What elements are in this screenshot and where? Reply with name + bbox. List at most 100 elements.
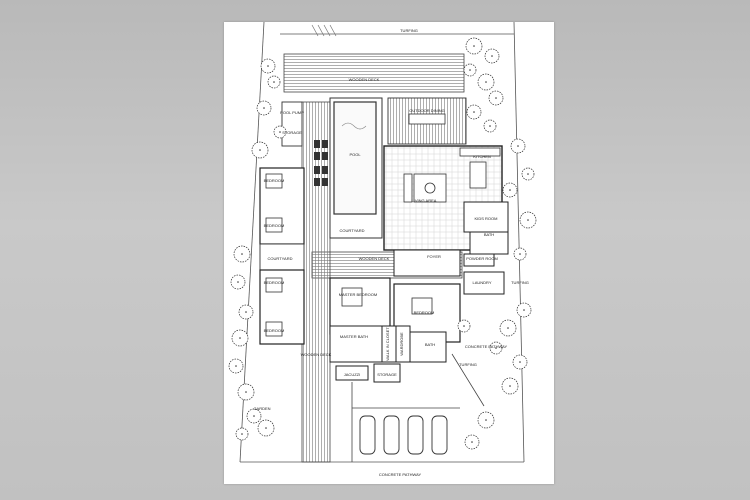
label-wardrobe: WARDROBE xyxy=(399,332,404,356)
tree-trunk-dot xyxy=(485,81,487,83)
label-turfing-lower: TURFING xyxy=(459,362,477,367)
tree-trunk-dot xyxy=(237,281,239,283)
bath-center xyxy=(409,331,447,363)
courtyard-left xyxy=(259,243,305,271)
tree-trunk-dot xyxy=(241,253,243,255)
tree-trunk-dot xyxy=(463,325,465,327)
label-bedroom-1: BEDROOM xyxy=(264,178,285,183)
label-bedroom-3: BEDROOM xyxy=(264,280,285,285)
label-foyer: FOYER xyxy=(427,254,441,259)
pool-water-line xyxy=(341,122,367,130)
tree-trunk-dot xyxy=(507,327,509,329)
tree-trunk-dot xyxy=(471,441,473,443)
powder-room xyxy=(463,253,495,267)
bed-2 xyxy=(265,217,283,233)
landscape-trees xyxy=(228,37,537,450)
floor-plan-drawing: TURFING WOODEN DECK POOL PUMP STORAGE OU… xyxy=(228,21,537,477)
driveway-hatching xyxy=(311,24,337,37)
label-concrete-pathway-right: CONCRETE PATHWAY xyxy=(465,344,508,349)
bed-1 xyxy=(265,173,283,189)
storage-bottom xyxy=(373,363,401,383)
pool xyxy=(333,101,377,215)
master-bath xyxy=(329,325,383,363)
parked-cars xyxy=(359,415,448,455)
tree-trunk-dot xyxy=(509,189,511,191)
label-bath-right: BATH xyxy=(484,232,494,237)
tree-trunk-dot xyxy=(491,55,493,57)
label-master-bath: MASTER BATH xyxy=(340,334,368,339)
label-jacuzzi: JACUZZI xyxy=(344,372,360,377)
kitchen-counter xyxy=(459,147,501,157)
tree-trunk-dot xyxy=(519,361,521,363)
label-courtyard-pool: COURTYARD xyxy=(340,228,365,233)
jacuzzi xyxy=(335,365,369,381)
label-kitchen: KITCHEN xyxy=(473,154,491,159)
tree-trunk-dot xyxy=(495,347,497,349)
tree-trunk-dot xyxy=(235,365,237,367)
tree-trunk-dot xyxy=(245,311,247,313)
wooden-deck-top xyxy=(283,53,465,93)
tree-trunk-dot xyxy=(489,125,491,127)
tree-trunk-dot xyxy=(509,385,511,387)
center-bed xyxy=(411,297,433,315)
label-kids-room: KIDS ROOM xyxy=(475,216,498,221)
tree-trunk-dot xyxy=(253,415,255,417)
tree-trunk-dot xyxy=(517,145,519,147)
tree-trunk-dot xyxy=(527,173,529,175)
tree-trunk-dot xyxy=(485,419,487,421)
label-wooden-deck-left: WOODEN DECK xyxy=(301,352,332,357)
label-laundry: LAUNDRY xyxy=(472,280,491,285)
label-outdoor-dining: OUTDOOR DINING xyxy=(409,108,445,113)
tree-trunk-dot xyxy=(519,253,521,255)
master-bed xyxy=(341,287,363,307)
drawing-sheet: TURFING WOODEN DECK POOL PUMP STORAGE OU… xyxy=(224,21,554,484)
coffee-table xyxy=(424,182,436,194)
sun-loungers xyxy=(314,140,328,186)
tree-trunk-dot xyxy=(273,81,275,83)
label-bedroom-2: BEDROOM xyxy=(264,223,285,228)
wooden-deck-left xyxy=(301,101,331,463)
foyer xyxy=(393,249,461,277)
label-pool: POOL xyxy=(349,152,361,157)
sofa xyxy=(403,173,413,203)
tree-trunk-dot xyxy=(245,391,247,393)
tree-trunk-dot xyxy=(279,131,281,133)
label-storage-bottom: STORAGE xyxy=(377,372,397,377)
label-living-area: LIVING AREA xyxy=(412,198,437,203)
tree-trunk-dot xyxy=(259,149,261,151)
tree-trunk-dot xyxy=(495,97,497,99)
pool-pump-room xyxy=(281,101,303,147)
tree-trunk-dot xyxy=(473,111,475,113)
label-bath-center: BATH xyxy=(425,342,435,347)
label-garden: GARDEN xyxy=(253,406,270,411)
tree-trunk-dot xyxy=(267,65,269,67)
label-concrete-pathway-bottom: CONCRETE PATHWAY xyxy=(379,472,422,477)
tree-trunk-dot xyxy=(473,45,475,47)
tree-trunk-dot xyxy=(527,219,529,221)
label-courtyard-left: COURTYARD xyxy=(268,256,293,261)
label-wooden-deck-top: WOODEN DECK xyxy=(349,77,380,82)
tree-trunk-dot xyxy=(523,309,525,311)
label-bedroom-4: BEDROOM xyxy=(264,328,285,333)
label-walk-in-closet: WALK IN CLOSET xyxy=(385,327,390,361)
label-bedroom-center: BEDROOM xyxy=(414,310,435,315)
tree-trunk-dot xyxy=(263,107,265,109)
tree-trunk-dot xyxy=(239,337,241,339)
pathway-edge-right xyxy=(451,353,485,407)
bed-3 xyxy=(265,277,283,293)
label-turfing-top: TURFING xyxy=(400,28,418,33)
label-turfing-right: TURFING xyxy=(511,280,529,285)
label-master-bedroom: MASTER BEDROOM xyxy=(339,292,377,297)
bed-4 xyxy=(265,321,283,337)
label-storage-top: STORAGE xyxy=(282,130,302,135)
label-pool-pump: POOL PUMP xyxy=(280,110,304,115)
label-powder-room: POWDER ROOM xyxy=(466,256,498,261)
tree-trunk-dot xyxy=(469,69,471,71)
dining-table xyxy=(408,113,446,125)
tree-trunk-dot xyxy=(241,433,243,435)
laundry-room xyxy=(463,271,505,295)
tree-trunk-dot xyxy=(265,427,267,429)
kitchen-island xyxy=(469,161,487,189)
label-wooden-deck-mid: WOODEN DECK xyxy=(359,256,390,261)
